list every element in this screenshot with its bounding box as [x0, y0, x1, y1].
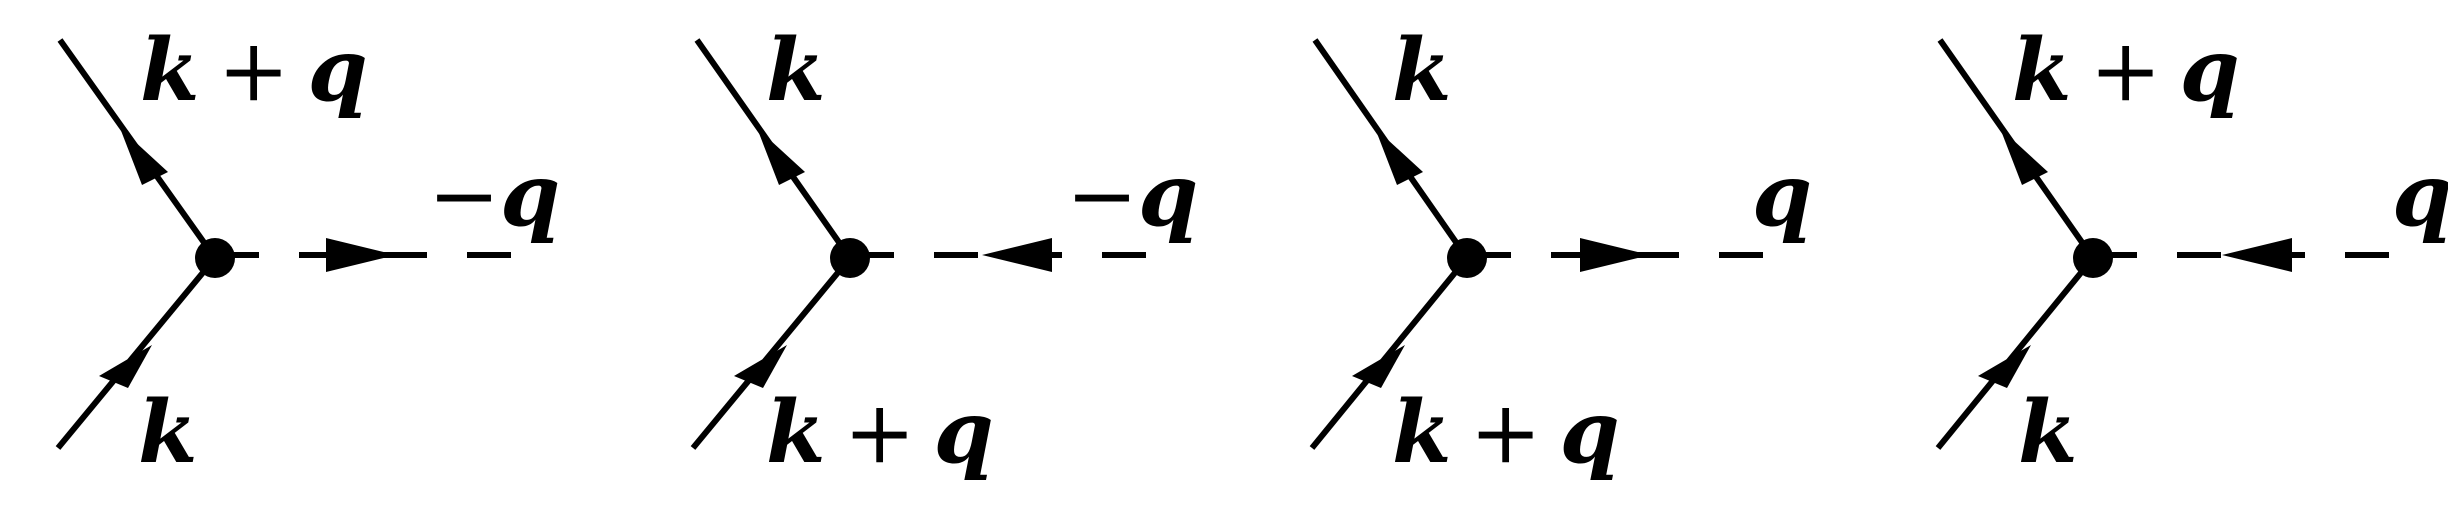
vertex-diagram-1: k+q k −q: [55, 20, 560, 483]
vertex-dot: [1447, 238, 1487, 278]
boson-arrow: [982, 238, 1052, 272]
incoming-fermion-arrow: [734, 345, 787, 388]
top-momentum-label: k+q: [2012, 20, 2240, 121]
vertex-diagram-4: k+q k q: [1935, 20, 2448, 483]
incoming-fermion-arrow: [99, 345, 152, 388]
outgoing-fermion-arrow: [757, 128, 805, 185]
boson-momentum-label: −q: [428, 145, 560, 246]
outgoing-fermion-arrow: [120, 128, 168, 185]
incoming-fermion-arrow: [1352, 345, 1405, 388]
outgoing-fermion-arrow: [2000, 128, 2048, 185]
incoming-fermion-line: [1309, 256, 1470, 450]
incoming-fermion-line: [1935, 256, 2096, 450]
boson-arrow: [2222, 238, 2292, 272]
vertex-dot: [195, 238, 235, 278]
boson-arrow: [1580, 238, 1650, 272]
incoming-fermion-line: [55, 256, 218, 450]
top-momentum-label: k: [766, 20, 826, 121]
vertex-dot: [830, 238, 870, 278]
outgoing-fermion-arrow: [1375, 128, 1423, 185]
boson-momentum-label: −q: [1066, 145, 1198, 246]
boson-momentum-label: q: [1752, 145, 1812, 246]
vertex-diagram-3: k k+q q: [1309, 20, 1812, 483]
incoming-fermion-line: [690, 256, 853, 450]
vertex-dot: [2073, 238, 2113, 278]
bottom-momentum-label: k: [2018, 382, 2078, 483]
boson-momentum-label: q: [2392, 145, 2448, 246]
bottom-momentum-label: k+q: [1392, 382, 1620, 483]
bottom-momentum-label: k+q: [766, 382, 994, 483]
top-momentum-label: k+q: [140, 20, 368, 121]
incoming-fermion-arrow: [1978, 345, 2031, 388]
vertex-diagram-2: k k+q −q: [690, 20, 1198, 483]
top-momentum-label: k: [1392, 20, 1452, 121]
boson-arrow: [326, 238, 396, 272]
bottom-momentum-label: k: [138, 382, 198, 483]
